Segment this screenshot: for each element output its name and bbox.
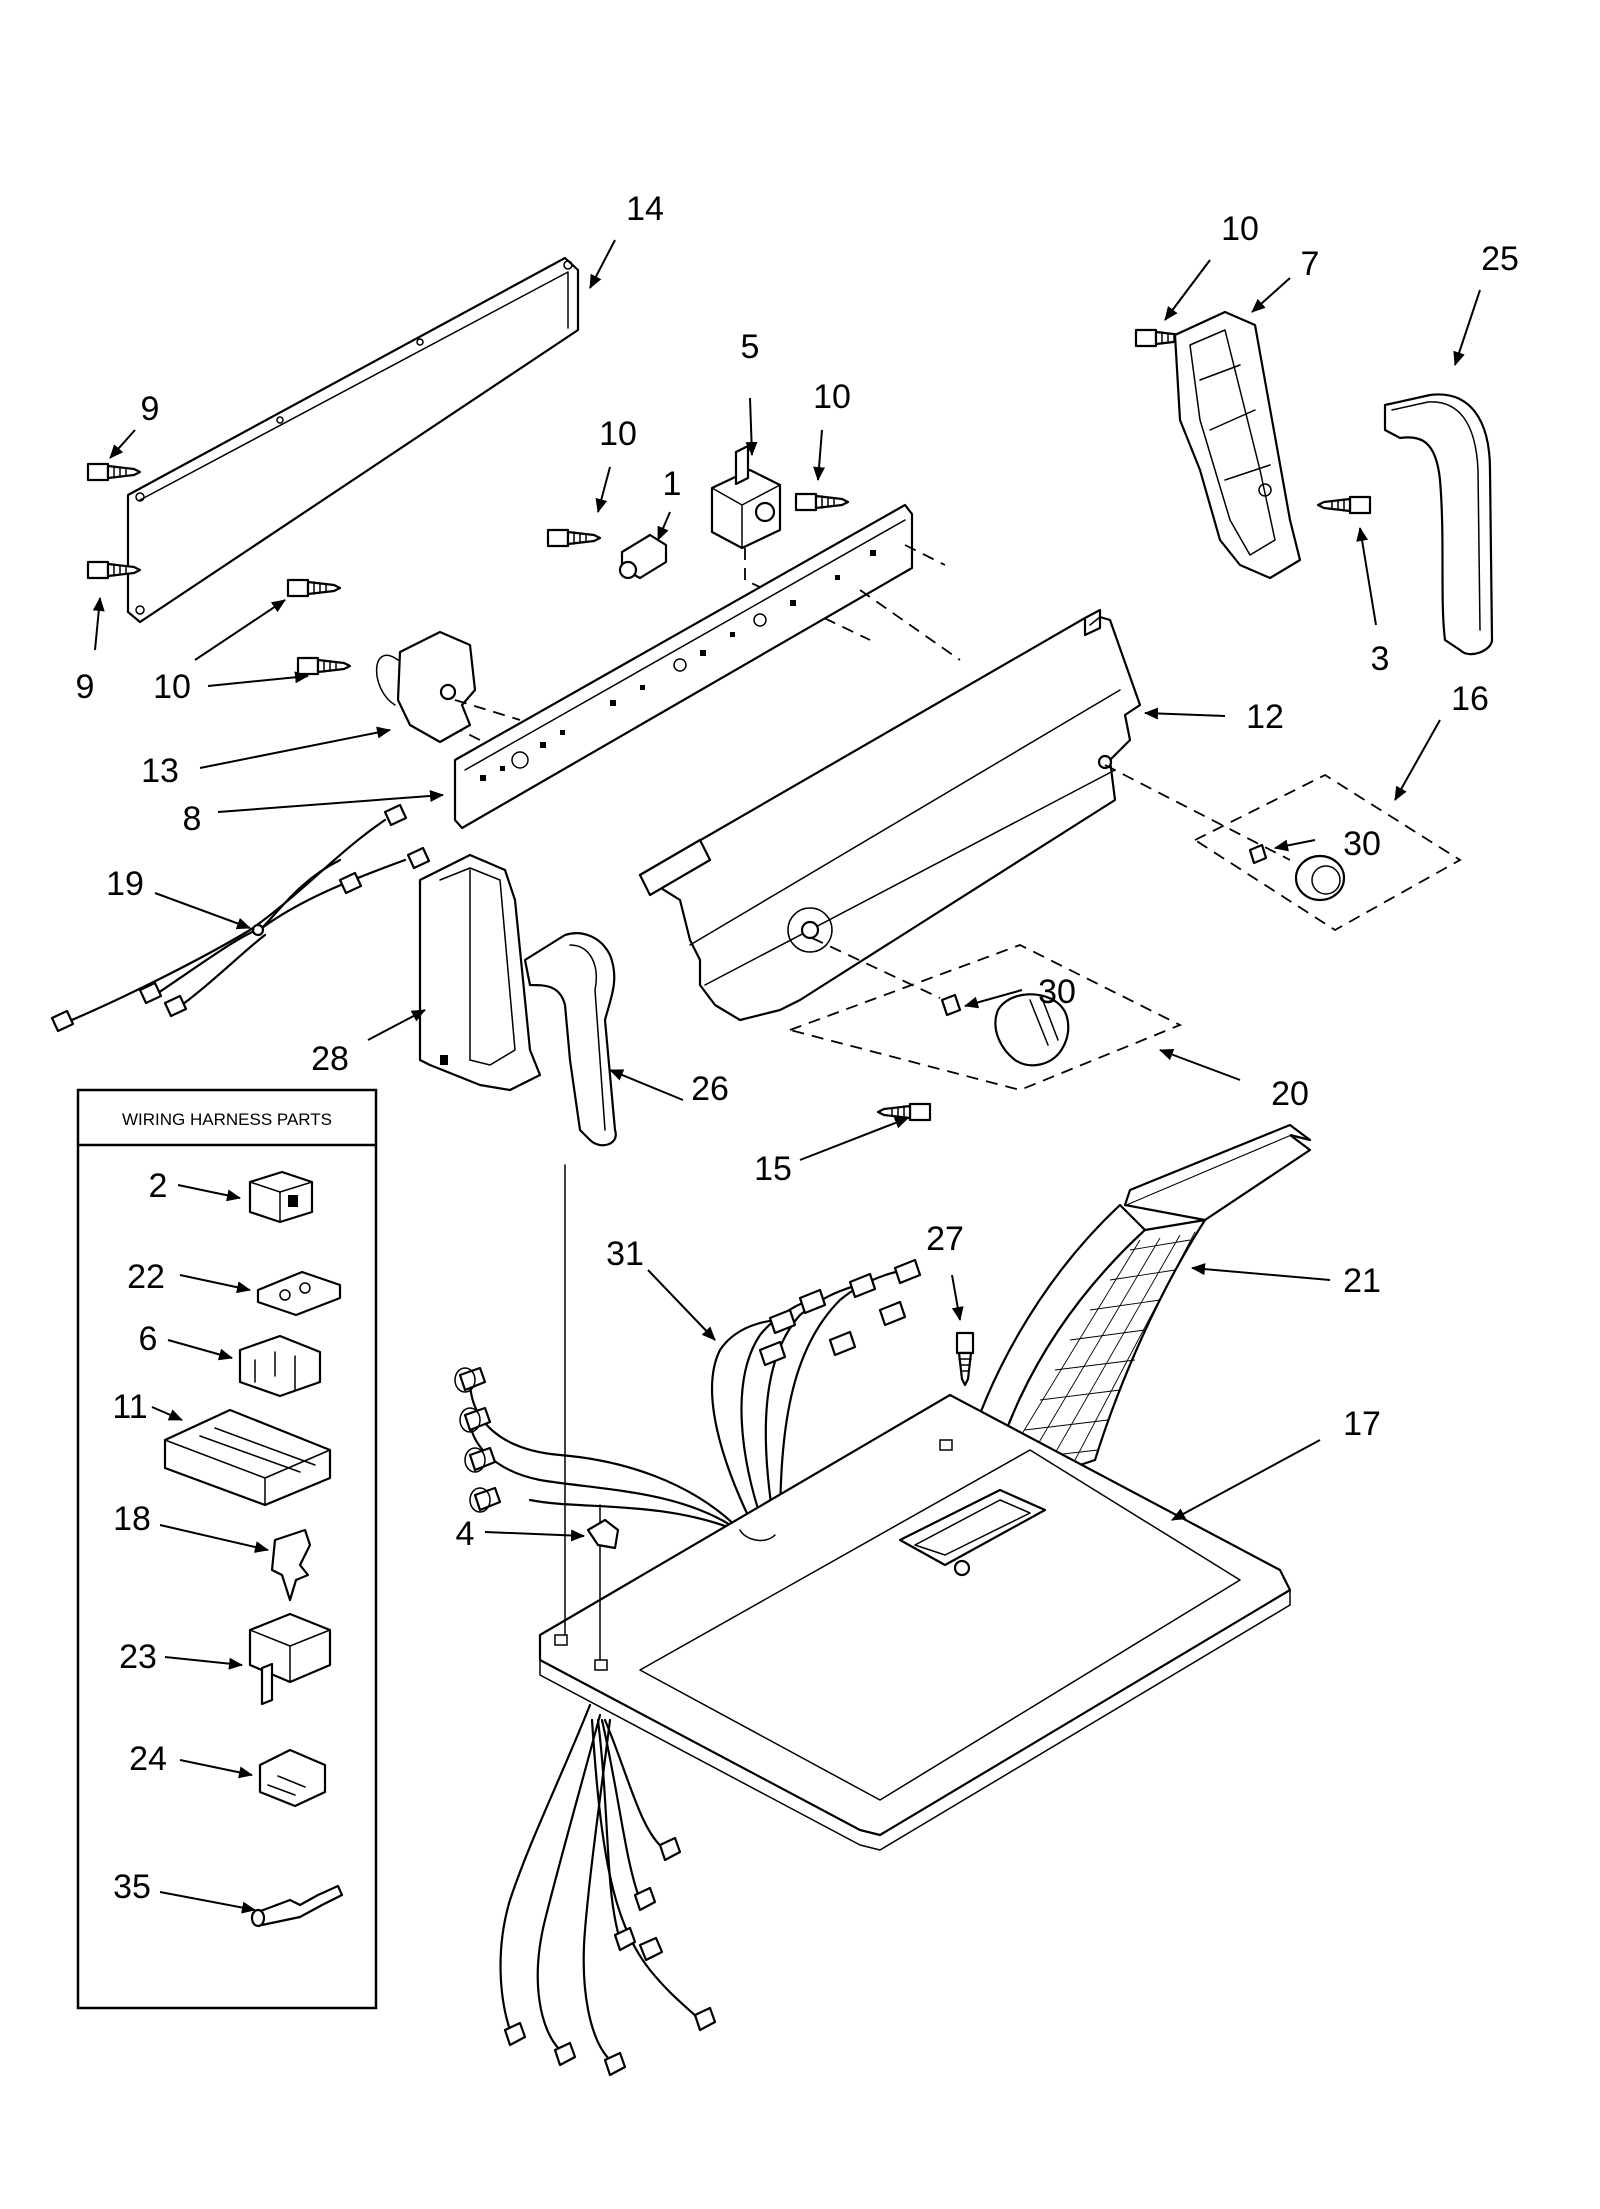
callout-24: 24 [129, 1740, 167, 1778]
connector-part-11 [163, 1408, 332, 1507]
end-cap-right-part-7 [1173, 310, 1302, 580]
callout-20: 20 [1271, 1075, 1309, 1113]
callout-9-lower: 9 [76, 668, 95, 706]
screw-10-a [286, 578, 342, 598]
screw-3 [1316, 495, 1372, 515]
clip-part-1 [618, 533, 668, 580]
end-cap-trim-part-26 [523, 932, 617, 1147]
callout-35: 35 [113, 1868, 151, 1906]
screw-10-d [794, 492, 850, 512]
button-part-16 [1104, 764, 1462, 932]
screw-10-c [546, 528, 602, 548]
terminal-part-35 [250, 1884, 344, 1928]
connector-part-6 [238, 1334, 322, 1398]
callout-10-left: 10 [153, 668, 191, 706]
connector-part-23 [248, 1612, 332, 1706]
callout-6: 6 [139, 1320, 158, 1358]
callout-14: 14 [626, 190, 664, 228]
callout-15: 15 [754, 1150, 792, 1188]
callout-9-upper: 9 [141, 390, 160, 428]
callout-3: 3 [1371, 640, 1390, 678]
screw-9-upper [86, 462, 142, 482]
callout-21: 21 [1343, 1262, 1381, 1300]
callout-28: 28 [311, 1040, 349, 1078]
screw-27 [955, 1331, 975, 1387]
switch-part-5 [710, 444, 782, 550]
clip-part-4 [586, 1518, 620, 1550]
harness-under-top [499, 1703, 717, 2077]
screw-10-b [296, 656, 352, 676]
console-part-12 [638, 608, 1142, 1022]
leader-lines [92, 239, 1481, 1914]
screw-15 [876, 1102, 932, 1122]
callout-10-mid-left: 10 [599, 415, 637, 453]
callout-5: 5 [741, 328, 760, 366]
callout-27: 27 [926, 1220, 964, 1258]
callout-26: 26 [691, 1070, 729, 1108]
rear-panel-part-14 [126, 256, 580, 624]
callout-31: 31 [606, 1235, 644, 1273]
harness-part-31 [454, 1258, 922, 1532]
callout-7: 7 [1301, 245, 1320, 283]
end-cap-left-part-28 [418, 853, 542, 1092]
connector-part-24 [258, 1748, 327, 1808]
callout-11: 11 [112, 1388, 147, 1426]
callout-13: 13 [141, 752, 179, 790]
callout-23: 23 [119, 1638, 157, 1676]
callout-12: 12 [1246, 698, 1284, 736]
callout-10-mid-right: 10 [813, 378, 851, 416]
wiring-harness-parts-title: WIRING HARNESS PARTS [122, 1110, 332, 1129]
callout-4: 4 [456, 1515, 475, 1553]
callout-18: 18 [113, 1500, 151, 1538]
end-cap-trim-part-25 [1383, 393, 1494, 656]
knob-part-20 [787, 937, 1183, 1091]
callout-19: 19 [106, 865, 144, 903]
wiring-harness-parts-box: WIRING HARNESS PARTS [76, 1088, 378, 2010]
callout-30-lower: 30 [1038, 973, 1076, 1011]
harness-part-19 [50, 803, 431, 1033]
connector-part-22 [256, 1270, 342, 1317]
callout-2: 2 [149, 1167, 168, 1205]
callout-1: 1 [663, 465, 682, 503]
top-part-17 [538, 1393, 1292, 1851]
callout-25: 25 [1481, 240, 1519, 278]
callout-22: 22 [127, 1258, 165, 1296]
screw-9-lower [86, 560, 142, 580]
callout-30-upper: 30 [1343, 825, 1381, 863]
callout-17: 17 [1343, 1405, 1381, 1443]
callout-labels: 14 9 9 10 13 8 19 28 26 15 10 1 5 10 10 … [76, 190, 1519, 1906]
connector-part-2 [248, 1170, 314, 1224]
callout-16: 16 [1451, 680, 1489, 718]
timer-part-13 [375, 630, 477, 744]
callout-10-right: 10 [1221, 210, 1259, 248]
terminal-part-18 [270, 1528, 312, 1602]
callout-8: 8 [183, 800, 202, 838]
control-bracket-part-8 [453, 503, 914, 830]
